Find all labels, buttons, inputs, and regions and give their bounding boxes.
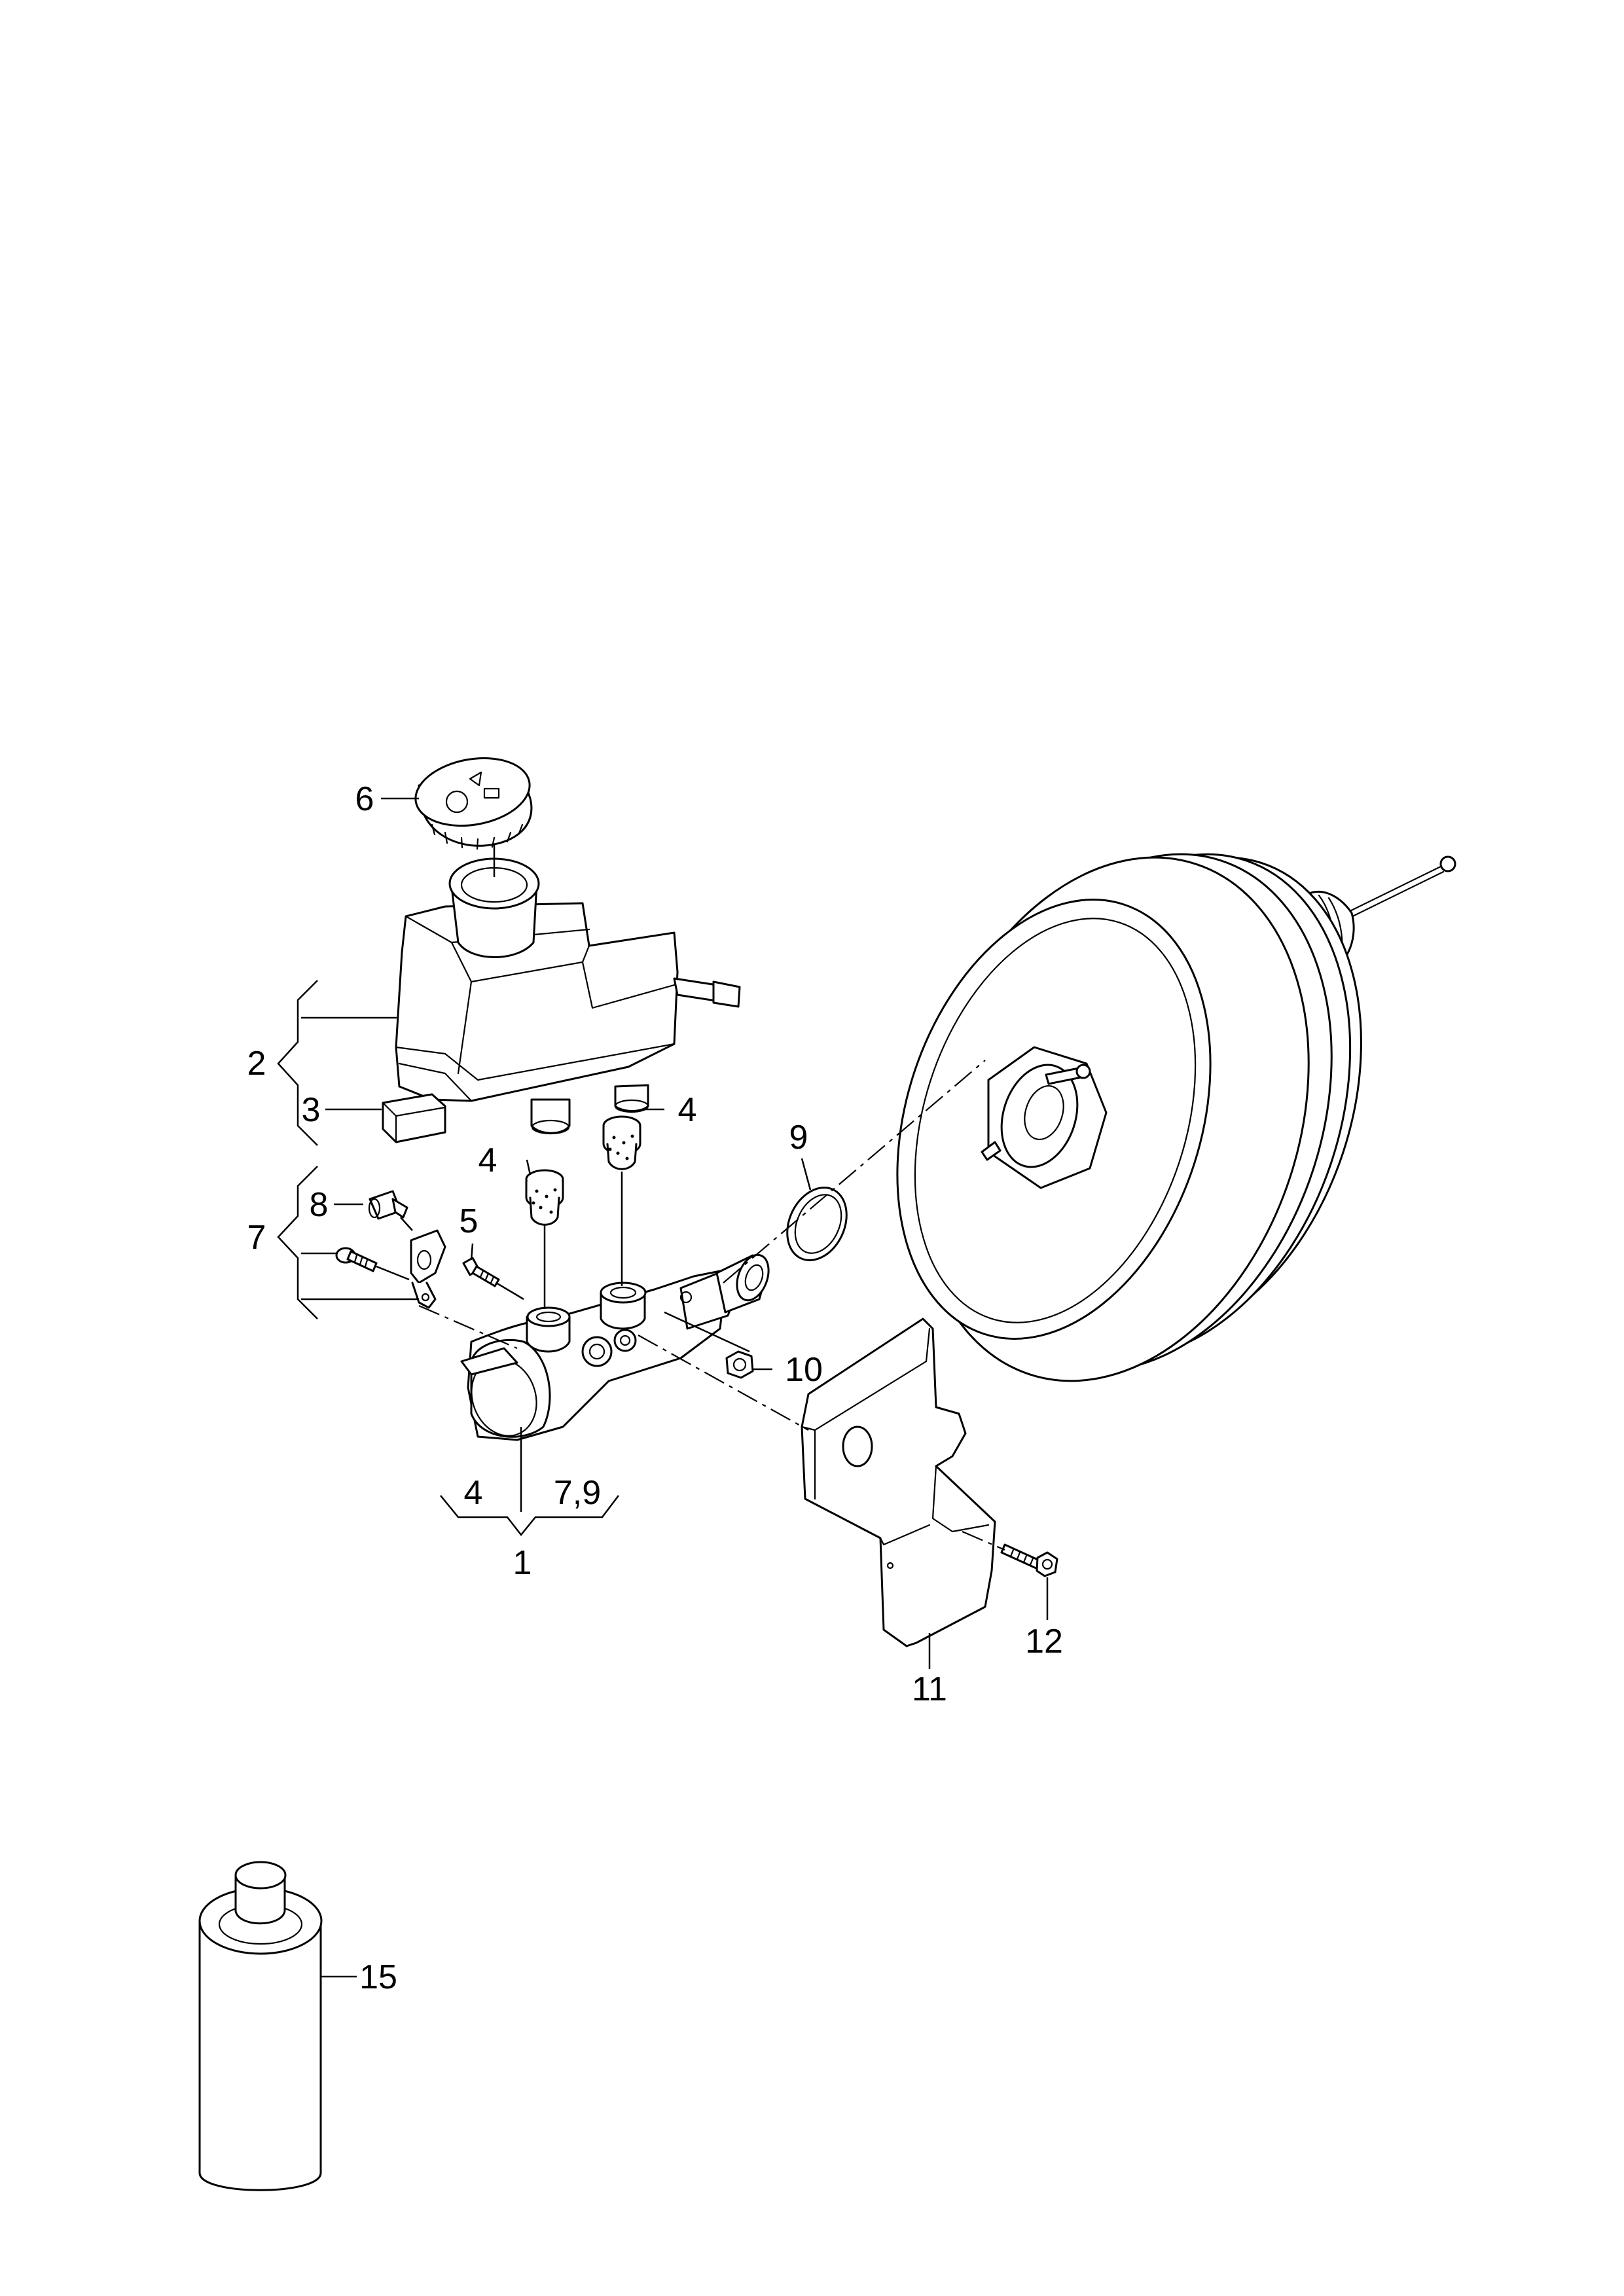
nut [725, 1350, 754, 1379]
callout-4-right: 4 [678, 1091, 697, 1129]
master-cylinder [460, 1253, 770, 1441]
sensor-bracket [410, 1229, 446, 1309]
callout-7-9-group: 7,9 [554, 1474, 601, 1512]
callout-8: 8 [310, 1186, 329, 1224]
callout-5: 5 [460, 1202, 478, 1240]
callout-10: 10 [785, 1351, 823, 1389]
bolt-5 [462, 1257, 500, 1287]
callout-15: 15 [359, 1958, 397, 1996]
seal-plug-left [525, 1169, 564, 1226]
callout-6: 6 [355, 780, 374, 818]
heat-shield-bracket [801, 1318, 996, 1647]
brake-fluid-reservoir [395, 857, 741, 1135]
callout-9: 9 [789, 1119, 808, 1157]
pressure-sensor [368, 1190, 408, 1220]
callout-12: 12 [1025, 1623, 1063, 1660]
level-sensor [382, 1093, 446, 1143]
leader-lines [277, 797, 1049, 1978]
callout-7: 7 [247, 1219, 266, 1257]
seal-plug-right [602, 1115, 641, 1170]
bolt-upper-left [335, 1247, 378, 1272]
brake-fluid-bottle [198, 1861, 323, 2191]
callout-4-group: 4 [464, 1474, 483, 1512]
reservoir-cap [414, 757, 533, 850]
bolt-12 [1000, 1543, 1058, 1577]
brake-booster [896, 853, 1456, 1382]
callout-1: 1 [513, 1544, 532, 1582]
callout-4-left: 4 [478, 1141, 497, 1179]
callout-11: 11 [912, 1670, 947, 1708]
callout-2: 2 [247, 1045, 266, 1083]
callout-3: 3 [302, 1091, 321, 1129]
seal-ring [786, 1187, 848, 1261]
assembly-lines [376, 844, 1005, 1551]
